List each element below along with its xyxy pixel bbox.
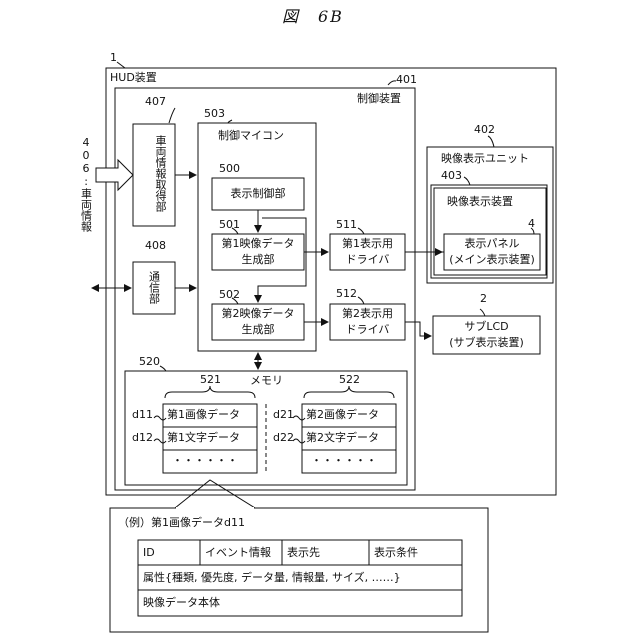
display-ctrl-ref: 500 xyxy=(219,163,240,176)
table-header-cell: 表示条件 xyxy=(370,541,418,565)
table-header-cell: 表示先 xyxy=(283,541,320,565)
gen2-line2: 生成部 xyxy=(212,324,304,337)
video-unit-ref: 402 xyxy=(474,124,495,137)
hud-label: HUD装置 xyxy=(110,72,157,85)
panel-ref: 4 xyxy=(528,218,535,231)
mem-group1-ref: 521 xyxy=(200,374,221,387)
mem-row-label: ・・・・・・ xyxy=(172,455,238,468)
hud-ref: 1 xyxy=(110,52,117,65)
table-attribute-row: 属性{種類, 優先度, データ量, 情報量, サイズ, ……} xyxy=(139,566,401,590)
gen2-ref: 502 xyxy=(219,289,240,302)
video-device-label: 映像表示装置 xyxy=(447,196,513,209)
mem-row-label: ・・・・・・ xyxy=(311,455,377,468)
sub-lcd-line2: (サブ表示装置) xyxy=(433,337,540,350)
mem-group2-ref: 522 xyxy=(339,374,360,387)
sub-lcd-ref: 2 xyxy=(480,293,487,306)
panel-line1: 表示パネル xyxy=(444,238,540,251)
comm-label: 通信部 xyxy=(148,271,160,304)
gen2-line1: 第2映像データ xyxy=(212,308,304,321)
mem-row-label: 第1文字データ xyxy=(167,432,240,445)
comm-ref: 408 xyxy=(145,240,166,253)
mcu-label: 制御マイコン xyxy=(218,130,284,143)
gen1-ref: 501 xyxy=(219,219,240,232)
mem-row-label: 第2文字データ xyxy=(306,432,379,445)
video-device-ref: 403 xyxy=(441,170,462,183)
control-ref: 401 xyxy=(396,74,417,87)
drv1-ref: 511 xyxy=(336,219,357,232)
memory-label: メモリ xyxy=(250,375,283,388)
vehicle-acq-label: 車両情報取得部 xyxy=(141,135,167,223)
figure-title: 図 6B xyxy=(282,8,344,26)
gen1-line1: 第1映像データ xyxy=(212,238,304,251)
example-caption: （例）第1画像データd11 xyxy=(118,517,245,530)
table-header-cell: イベント情報 xyxy=(201,541,271,565)
panel-line2: (メイン表示装置) xyxy=(444,254,540,267)
video-unit-label: 映像表示ユニット xyxy=(441,153,529,166)
vehicle-info-label: 406:車両情報 xyxy=(80,136,92,232)
drv2-ref: 512 xyxy=(336,288,357,301)
mem-row-id: d12 xyxy=(132,432,153,445)
mem-row-id: d22 xyxy=(273,432,294,445)
drv2-line2: ドライバ xyxy=(330,324,405,337)
drv1-line2: ドライバ xyxy=(330,254,405,267)
table-header-cell: ID xyxy=(139,541,155,565)
vehicle-acq-ref: 407 xyxy=(145,96,166,109)
mem-row-id: d11 xyxy=(132,409,153,422)
gen1-line2: 生成部 xyxy=(212,254,304,267)
mcu-ref: 503 xyxy=(204,108,225,121)
mem-row-label: 第1画像データ xyxy=(167,409,240,422)
memory-ref: 520 xyxy=(139,356,160,369)
display-ctrl-label: 表示制御部 xyxy=(212,188,304,201)
drv1-line1: 第1表示用 xyxy=(330,238,405,251)
drv2-line1: 第2表示用 xyxy=(330,308,405,321)
control-label: 制御装置 xyxy=(357,93,401,106)
mem-row-label: 第2画像データ xyxy=(306,409,379,422)
table-body-row: 映像データ本体 xyxy=(139,591,220,615)
sub-lcd-line1: サブLCD xyxy=(433,321,540,334)
mem-row-id: d21 xyxy=(273,409,294,422)
